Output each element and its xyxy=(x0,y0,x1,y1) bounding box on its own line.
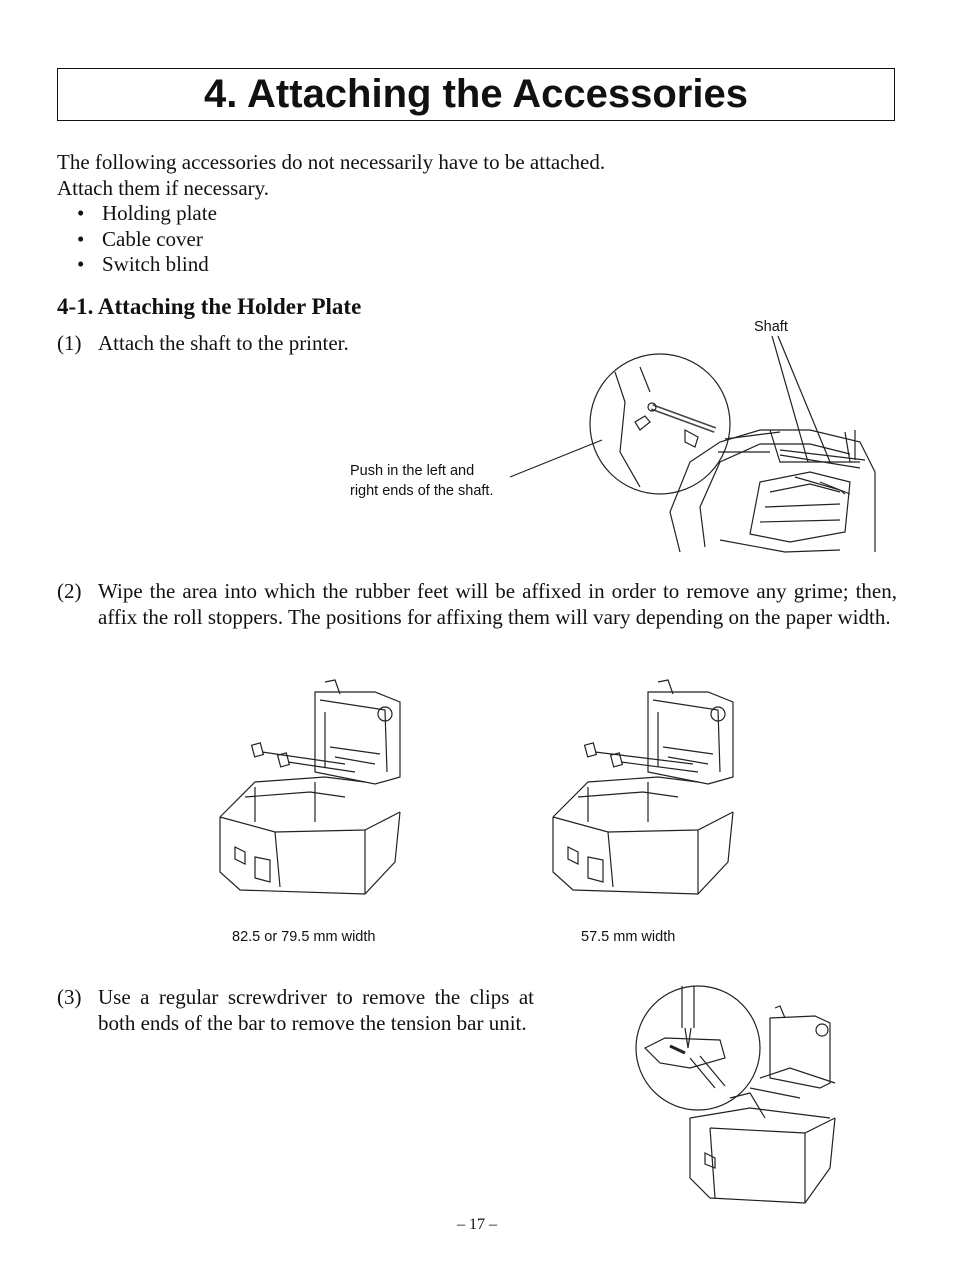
step-text: Attach the shaft to the printer. xyxy=(98,331,349,355)
intro-line-2: Attach them if necessary. xyxy=(57,175,270,200)
step-3: (3) Use a regular screwdriver to remove … xyxy=(57,985,534,1036)
title-box: 4. Attaching the Accessories xyxy=(57,68,895,121)
page-title: 4. Attaching the Accessories xyxy=(204,72,748,116)
intro: The following accessories do not necessa… xyxy=(57,150,605,278)
shaft-figure xyxy=(340,312,880,562)
accessory-list: Holding plate Cable cover Switch blind xyxy=(57,201,605,278)
caption-left: 82.5 or 79.5 mm width xyxy=(232,929,376,945)
step-text: Wipe the area into which the rubber feet… xyxy=(98,579,897,629)
caption-right: 57.5 mm width xyxy=(581,929,676,945)
step-number: (1) xyxy=(57,331,82,355)
section-heading: 4-1. Attaching the Holder Plate xyxy=(57,294,362,319)
printer-left-illustration xyxy=(219,679,401,895)
shaft-label: Shaft xyxy=(754,319,788,335)
printer-figure-right xyxy=(548,672,748,897)
push-label-line-2: right ends of the shaft. xyxy=(350,483,494,499)
push-label-line-1: Push in the left and xyxy=(350,463,475,479)
step-2: (2) Wipe the area into which the rubber … xyxy=(57,579,897,630)
printer-right-illustration xyxy=(552,679,734,895)
list-item: Cable cover xyxy=(57,227,605,253)
page-number: – 17 – xyxy=(457,1216,497,1233)
step-number: (2) xyxy=(57,579,82,603)
step-number: (3) xyxy=(57,985,82,1009)
screwdriver-figure xyxy=(630,978,845,1208)
list-item: Holding plate xyxy=(57,201,605,227)
list-item: Switch blind xyxy=(57,252,605,278)
step-text: Use a regular screwdriver to remove the … xyxy=(98,985,534,1035)
printer-figure-left xyxy=(215,672,415,897)
intro-line-1: The following accessories do not necessa… xyxy=(57,150,606,174)
printer-shaft-illustration xyxy=(509,335,876,553)
step-1: (1) Attach the shaft to the printer. xyxy=(57,331,617,357)
screwdriver-illustration xyxy=(635,985,836,1204)
